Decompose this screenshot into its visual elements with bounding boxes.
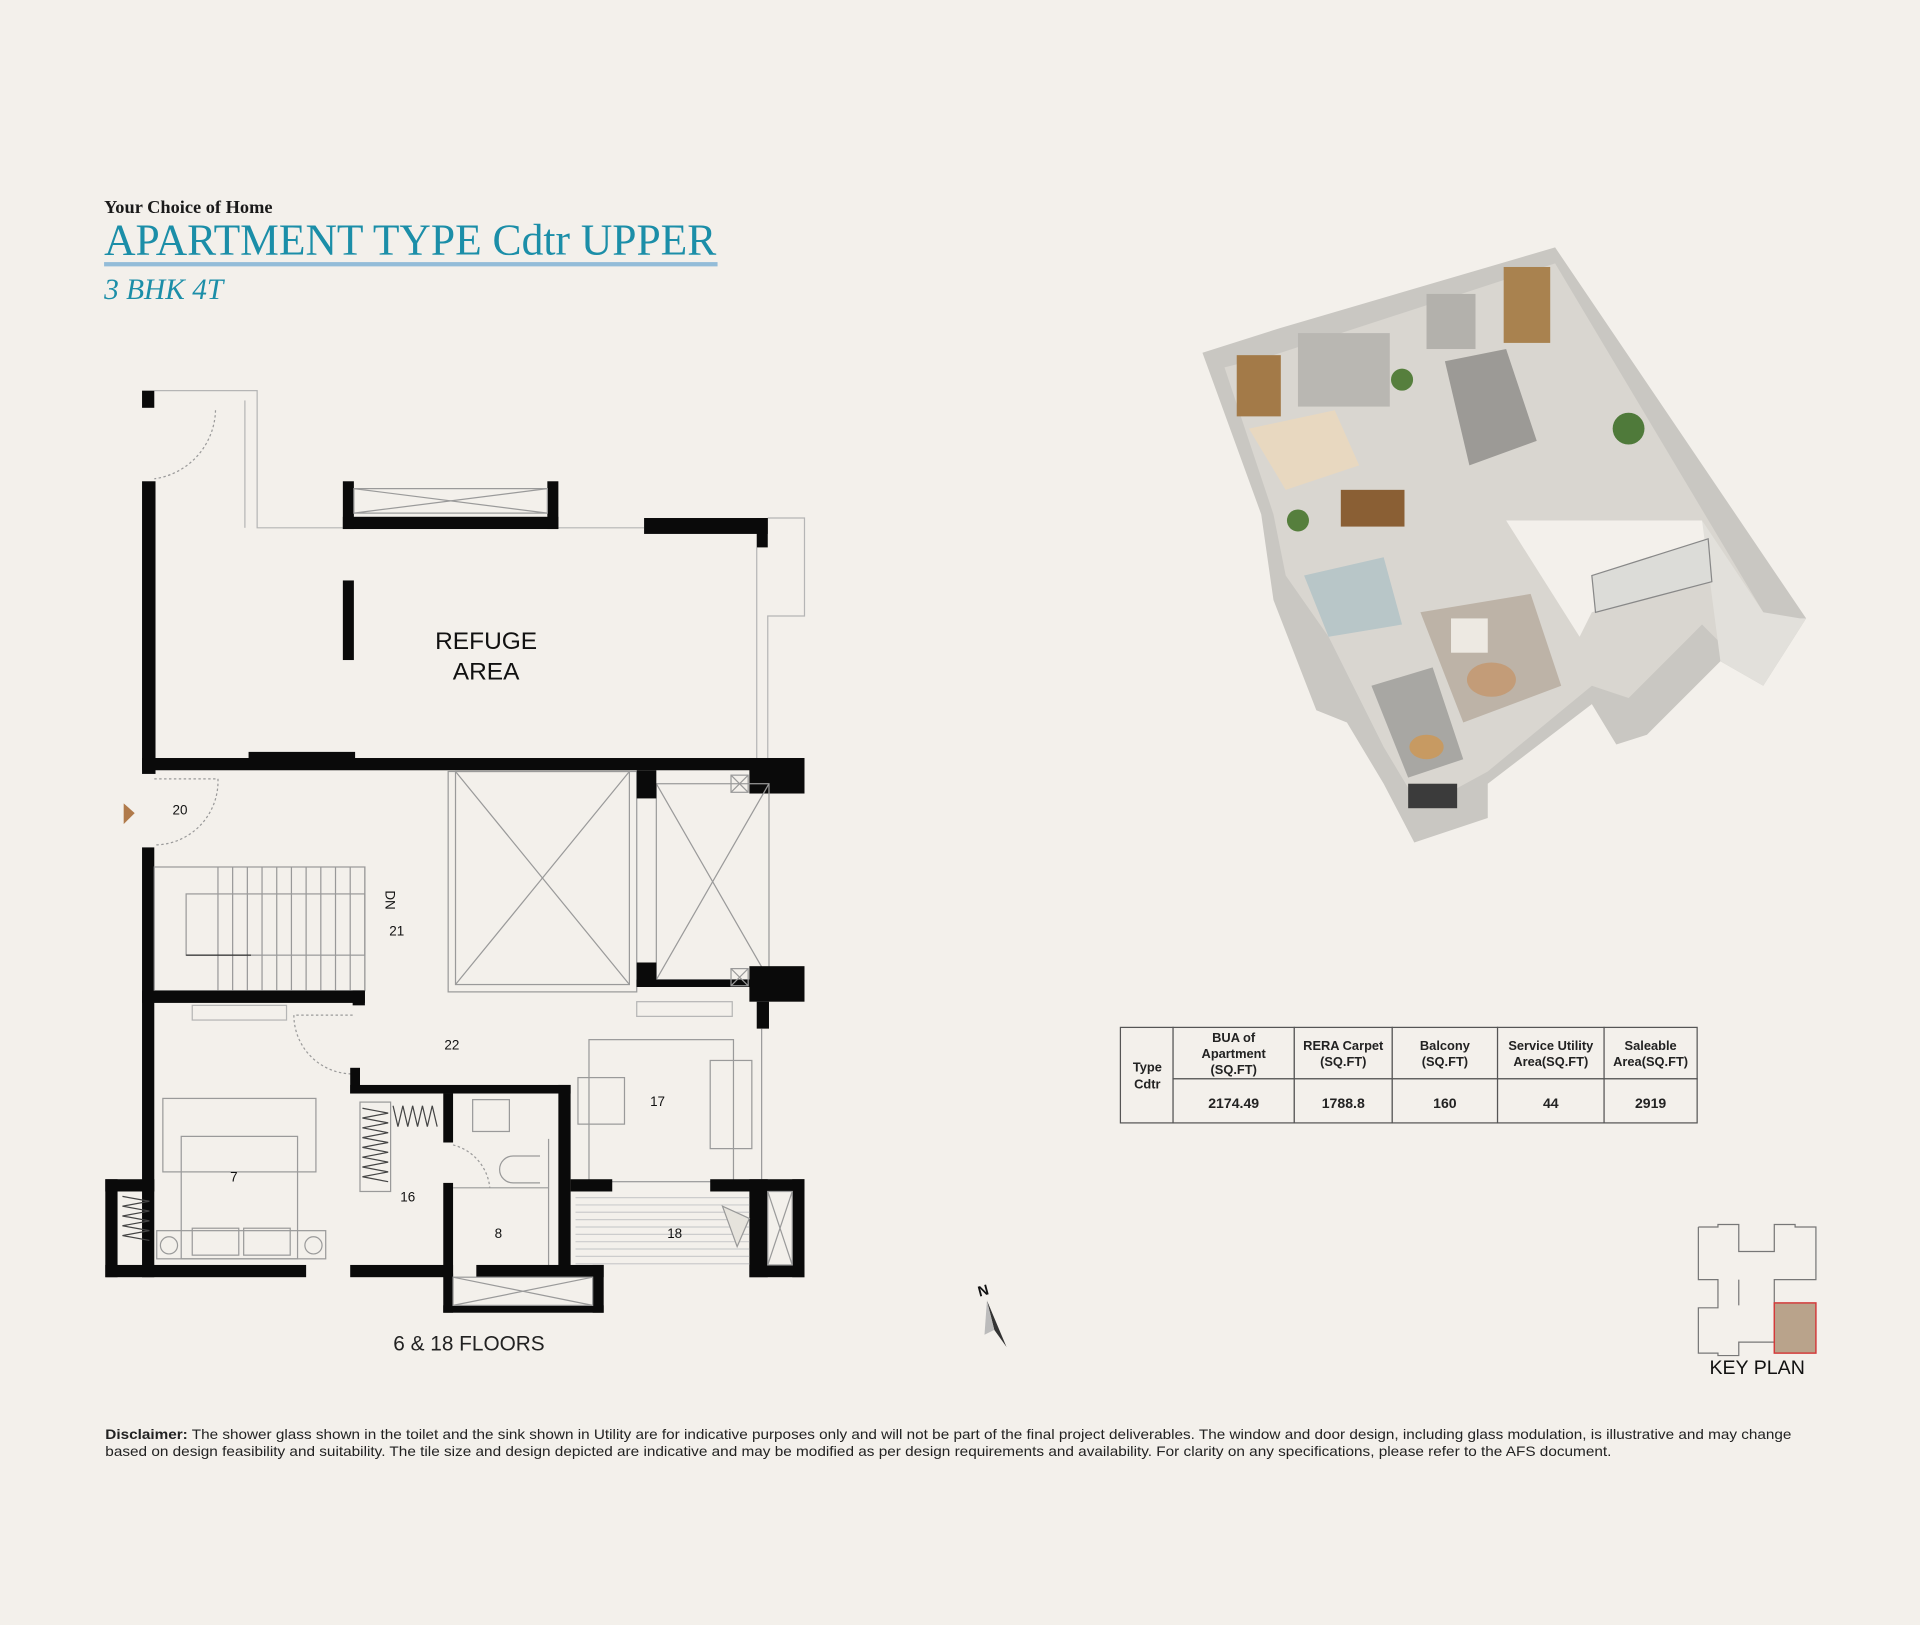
room-label-18: 18 <box>667 1226 682 1241</box>
room-label-17: 17 <box>650 1094 665 1109</box>
key-plan-label: KEY PLAN <box>1709 1357 1804 1379</box>
area-table: Type Cdtr BUA ofApartment(SQ.FT)2174.49R… <box>1119 1026 1698 1124</box>
page-subtitle: 3 BHK 4T <box>103 274 226 306</box>
column-header: Area(SQ.FT) <box>1513 1054 1588 1069</box>
room-label-21: 21 <box>389 924 404 939</box>
disclaimer: Disclaimer: The shower glass shown in th… <box>105 1426 1791 1459</box>
column-header: (SQ.FT) <box>1320 1054 1366 1069</box>
floor-plan: REFUGE AREA 20 DN 21 <box>105 390 806 1356</box>
table-value-cell <box>1293 1078 1393 1124</box>
room-label-20: 20 <box>173 802 188 817</box>
room-label-8: 8 <box>495 1226 502 1241</box>
table-value-cell <box>1496 1078 1605 1124</box>
type-header: Type <box>1133 1059 1162 1074</box>
3d-floor-render <box>1202 247 1807 843</box>
key-plan-highlight <box>1773 1302 1817 1354</box>
stair-direction-label: DN <box>383 890 398 909</box>
table-value-cell <box>1172 1078 1295 1124</box>
column-value: 2919 <box>1635 1095 1666 1111</box>
entrance-marker-icon <box>123 803 135 825</box>
refuge-area-label-2: AREA <box>453 659 520 686</box>
table-value-cell <box>1603 1078 1698 1124</box>
svg-text:Disclaimer: The shower glass s: Disclaimer: The shower glass shown in th… <box>105 1426 1791 1442</box>
column-value: 160 <box>1433 1095 1457 1111</box>
key-plan: KEY PLAN <box>1697 1223 1817 1379</box>
table-value-cell <box>1391 1078 1499 1124</box>
column-header: BUA of <box>1212 1030 1256 1045</box>
column-header: Balcony <box>1420 1038 1471 1053</box>
north-label: N <box>976 1282 990 1300</box>
column-header: RERA Carpet <box>1303 1038 1384 1053</box>
column-value: 1788.8 <box>1322 1095 1365 1111</box>
refuge-area-label: REFUGE <box>435 628 537 655</box>
tagline: Your Choice of Home <box>104 197 272 217</box>
disclaimer-label: Disclaimer: <box>105 1426 187 1442</box>
table-header-cell <box>1496 1026 1605 1080</box>
page-title: APARTMENT TYPE Cdtr UPPER <box>104 216 717 265</box>
column-header: (SQ.FT) <box>1422 1054 1468 1069</box>
column-value: 2174.49 <box>1208 1095 1259 1111</box>
column-header: (SQ.FT) <box>1210 1062 1256 1077</box>
column-header: Area(SQ.FT) <box>1613 1054 1688 1069</box>
room-label-22: 22 <box>444 1037 459 1052</box>
lift-shaft <box>447 770 770 993</box>
column-value: 44 <box>1543 1095 1559 1111</box>
column-header: Saleable <box>1625 1038 1677 1053</box>
type-value: Cdtr <box>1134 1077 1160 1092</box>
header: Your Choice of Home APARTMENT TYPE Cdtr … <box>103 197 718 306</box>
room-label-16: 16 <box>400 1189 415 1204</box>
disclaimer-line-2: based on design feasibility and suitabil… <box>105 1443 1611 1459</box>
table-header-cell <box>1391 1026 1499 1080</box>
floors-caption: 6 & 18 FLOORS <box>393 1333 544 1356</box>
column-header: Service Utility <box>1508 1038 1594 1053</box>
table-header-cell <box>1172 1026 1295 1080</box>
column-header: Apartment <box>1202 1046 1267 1061</box>
disclaimer-line-1: The shower glass shown in the toilet and… <box>188 1426 1792 1442</box>
title-underline <box>104 262 718 267</box>
room-label-7: 7 <box>230 1170 237 1185</box>
